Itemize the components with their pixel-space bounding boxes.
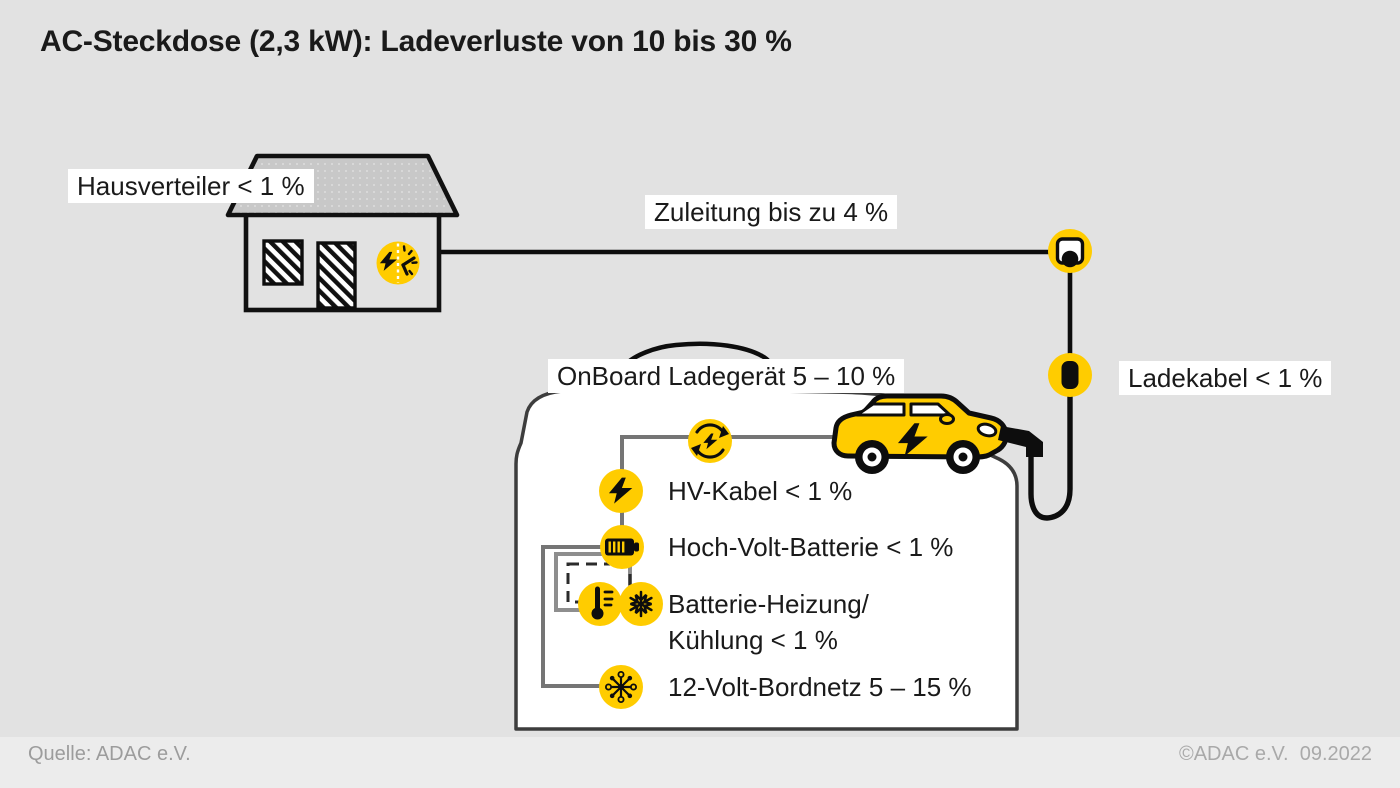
charging-cable-label: Ladekabel < 1 %	[1119, 361, 1332, 395]
meter-icon	[376, 241, 420, 285]
onboard-charger-label: OnBoard Ladegerät 5 – 10 %	[548, 359, 905, 393]
bordnetz-item-label: 12-Volt-Bordnetz 5 – 15 %	[668, 672, 972, 702]
charger-icon	[688, 419, 732, 463]
house-door	[316, 241, 357, 310]
incable-box-icon	[1048, 353, 1092, 397]
hv-battery-item-label: Hoch-Volt-Batterie < 1 %	[668, 532, 954, 562]
battery-heating-item-label-line2: Kühlung < 1 %	[668, 625, 838, 655]
hv-bolt-icon	[599, 469, 643, 513]
thermometer-icon	[578, 582, 622, 626]
car-wheel	[855, 440, 889, 474]
house-window	[262, 239, 304, 286]
power-line-house-to-socket	[440, 249, 1073, 375]
supply-line-label: Zuleitung bis zu 4 %	[645, 195, 898, 229]
hv-cable-item-label: HV-Kabel < 1 %	[668, 476, 853, 506]
charging-plug-icon	[998, 426, 1043, 457]
charging-cable	[1028, 393, 1073, 521]
page-title: AC-Steckdose (2,3 kW): Ladeverluste von …	[40, 25, 792, 58]
battery-heating-item-label-line1: Batterie-Heizung/	[668, 589, 869, 619]
house-distribution-label: Hausverteiler < 1 %	[68, 169, 314, 203]
battery-icon	[600, 525, 644, 569]
snowflake-icon	[619, 582, 663, 626]
footer-copyright: ©ADAC e.V. 09.2022	[1178, 743, 1372, 765]
car-wheel	[946, 440, 980, 474]
footer	[0, 737, 1400, 788]
footer-source: Quelle: ADAC e.V.	[28, 743, 191, 765]
socket-icon	[1048, 229, 1092, 273]
car-side-icon	[831, 393, 1043, 474]
network-icon	[599, 665, 643, 709]
